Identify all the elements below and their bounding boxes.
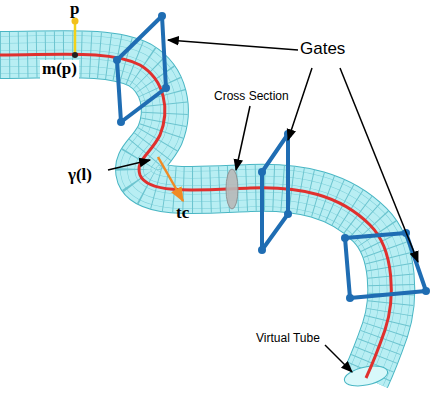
- cross-section-label: Cross Section: [214, 90, 289, 103]
- point-mp: [72, 52, 78, 58]
- point-label: p: [70, 0, 79, 19]
- tube-mesh: [0, 54, 391, 378]
- cross-section: [226, 169, 238, 209]
- distance-line: [74, 22, 77, 54]
- tube-mesh: [0, 54, 391, 378]
- virtual-tube-label: Virtual Tube: [256, 332, 320, 345]
- tangent-arrow: [158, 157, 183, 201]
- curve-label: γ(l): [68, 166, 92, 185]
- gates: [117, 16, 426, 298]
- tube-rings: [0, 54, 391, 378]
- center-curve: [0, 54, 391, 378]
- gate-corners: [113, 12, 430, 302]
- tube-mesh: [0, 54, 391, 378]
- tube-mesh: [0, 54, 391, 378]
- projection-label: m(p): [40, 60, 79, 79]
- tube-mesh: [0, 54, 391, 378]
- leader-arrows: [108, 40, 418, 372]
- tube-mesh: [0, 54, 391, 378]
- tube-mesh: [0, 54, 391, 378]
- gates-label: Gates: [300, 40, 345, 59]
- tube-mesh: [0, 54, 391, 378]
- point-p: [72, 18, 79, 25]
- virtual-tube: [0, 54, 391, 378]
- tangent-label: tc: [176, 204, 189, 223]
